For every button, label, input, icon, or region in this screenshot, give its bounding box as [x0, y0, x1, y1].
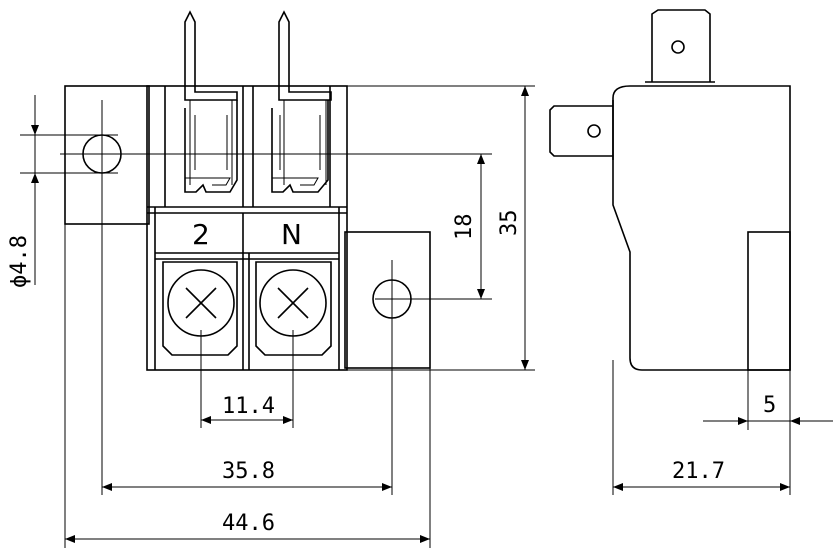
side-body-outline: [612, 85, 791, 371]
dim-terminal-pitch: 11.4: [222, 394, 275, 419]
dimension-lines: [20, 85, 833, 548]
terminal-block-body: [146, 85, 348, 371]
dim-hole-diameter: ϕ4.8: [7, 235, 32, 288]
side-left-tab: [549, 105, 613, 157]
dim-vertical-offset: 18: [452, 214, 477, 241]
terminal-label-right: N: [281, 218, 302, 251]
dim-overall-width: 44.6: [222, 511, 275, 536]
terminal-label-left: 2: [192, 218, 210, 251]
dim-side-depth: 21.7: [672, 459, 725, 484]
dim-hole-spacing: 35.8: [222, 459, 275, 484]
front-view: 2 N: [64, 10, 431, 371]
side-view: [549, 9, 791, 371]
side-top-tab: [651, 9, 711, 82]
right-terminal-pin: [271, 10, 332, 193]
left-screw-terminal: [162, 261, 238, 356]
right-mounting-flange: [344, 231, 431, 369]
dim-overall-height: 35: [497, 210, 522, 237]
left-mounting-flange: [64, 85, 150, 225]
dim-side-foot: 5: [763, 393, 776, 418]
left-terminal-pin: [184, 10, 238, 193]
